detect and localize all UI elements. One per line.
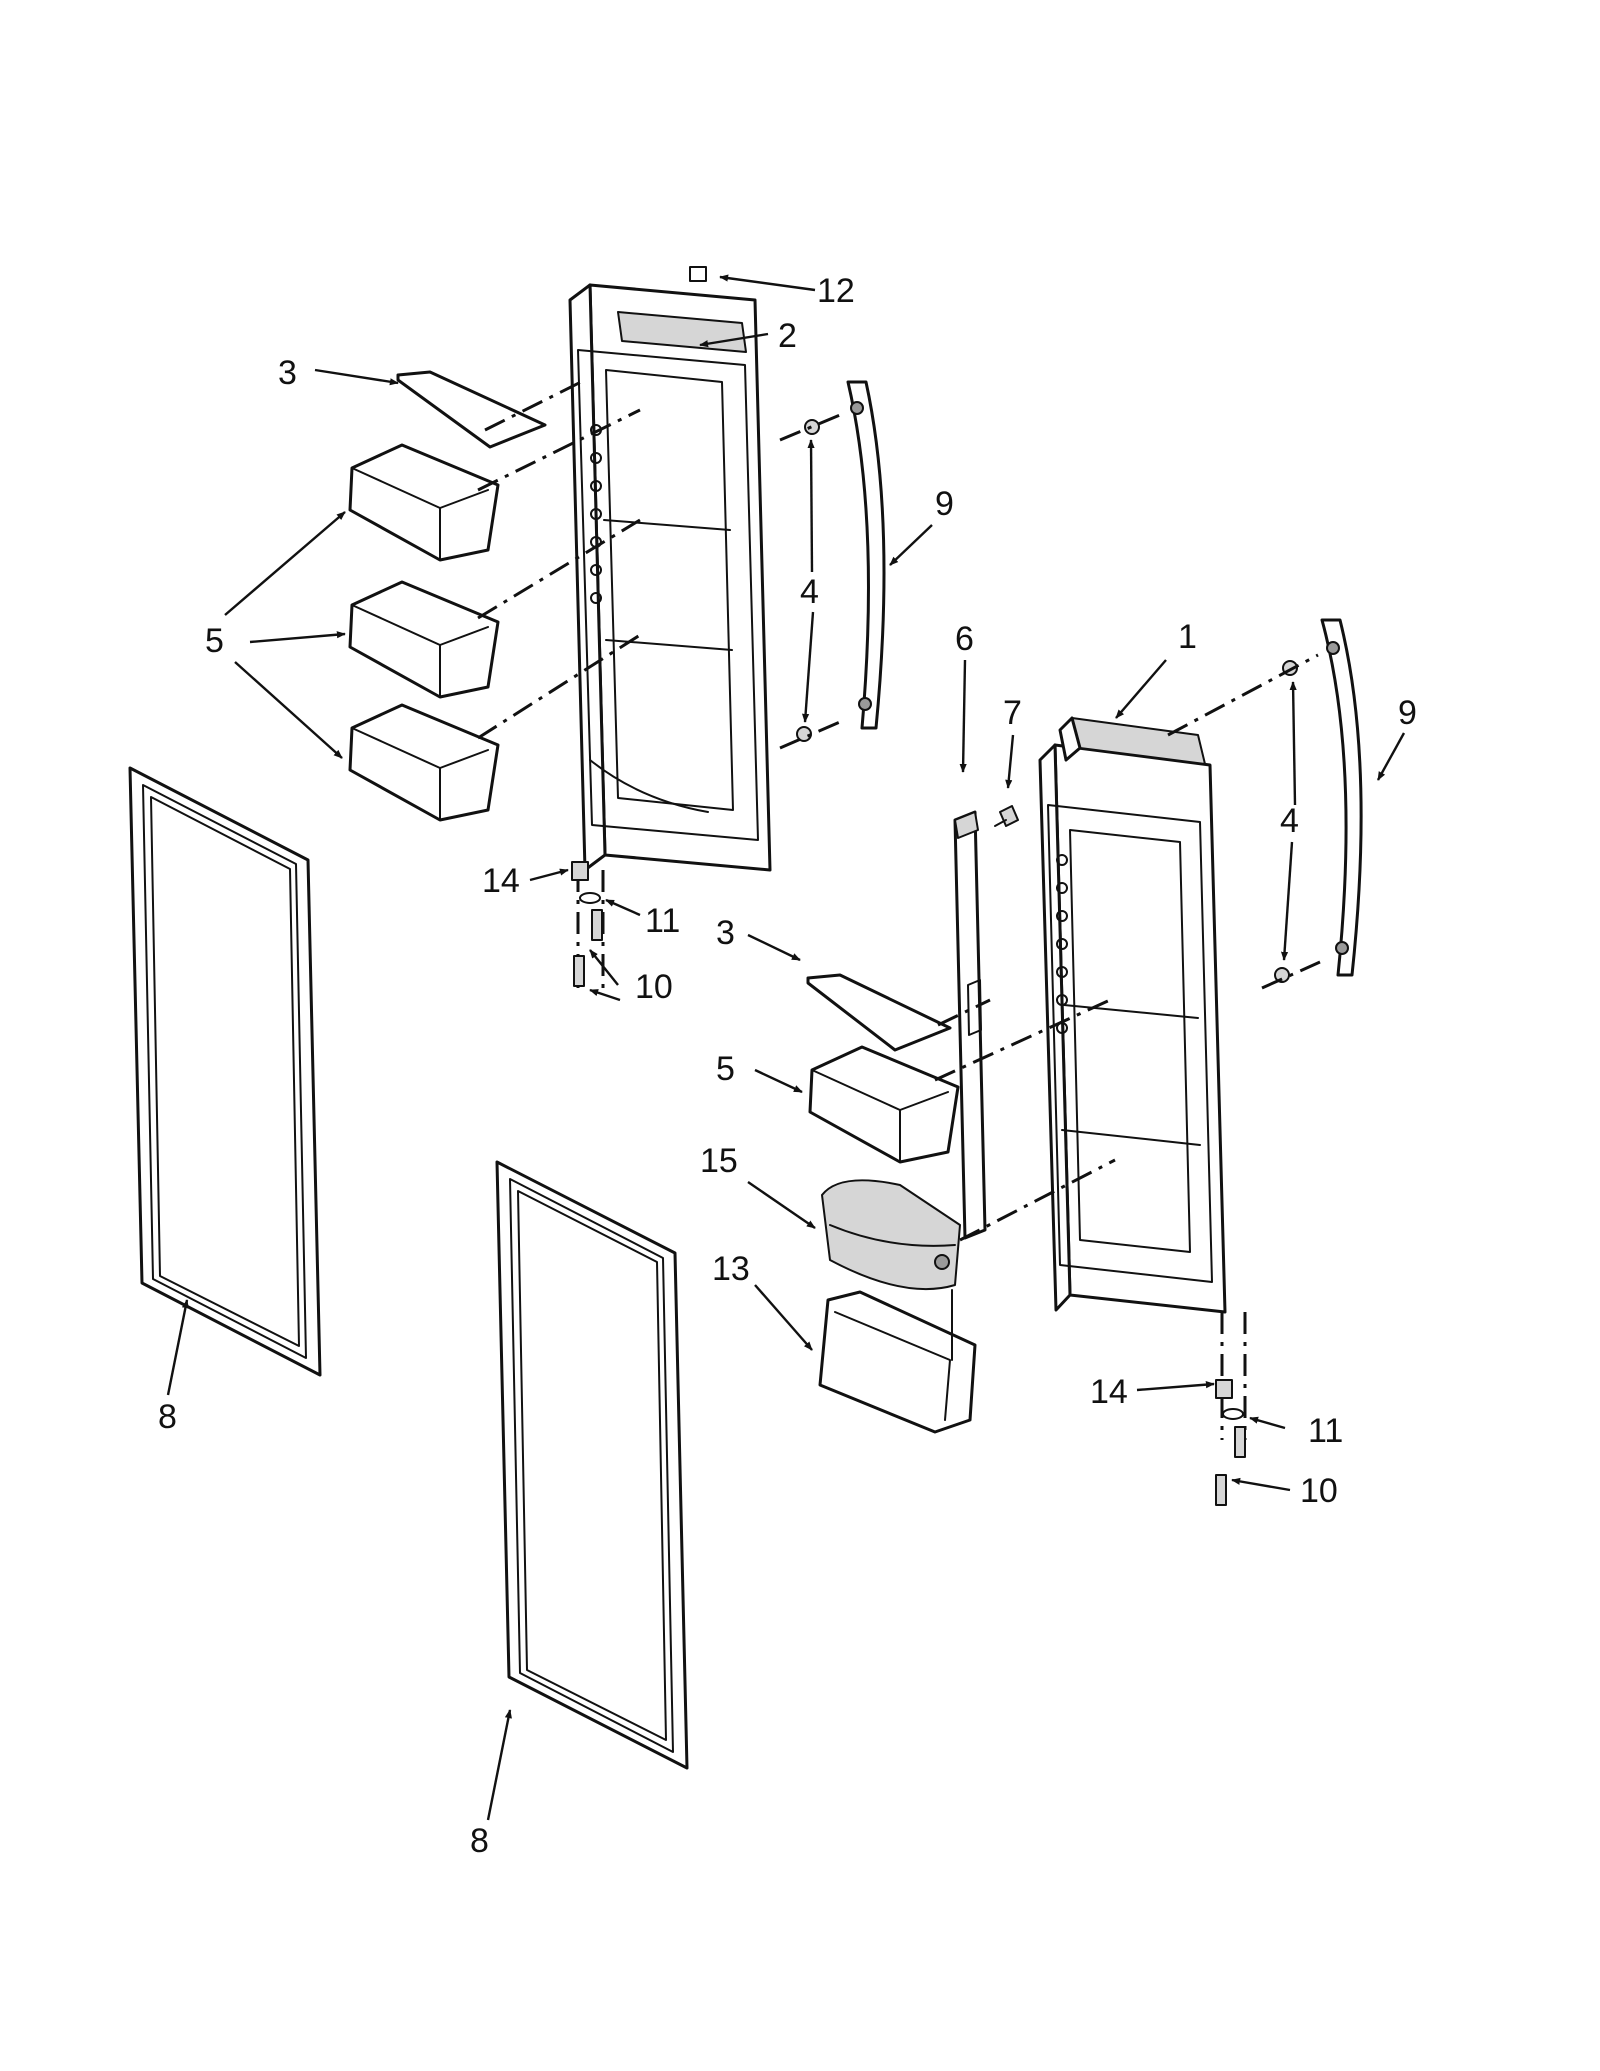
right-handle-screw-bottom	[1274, 967, 1290, 983]
left-hinge-bushing	[571, 861, 589, 881]
right-hinge-screw-lower	[1215, 1474, 1227, 1506]
callout-1: 1	[1178, 618, 1197, 656]
right-hinge-bushing	[1215, 1379, 1233, 1399]
left-door-bin-middle	[348, 580, 500, 699]
utility-compartment-bin	[818, 1289, 977, 1434]
right-hinge-washer	[1222, 1408, 1244, 1420]
callout-5-left: 5	[205, 622, 224, 660]
center-mullion	[953, 810, 987, 1240]
callout-8-left: 8	[158, 1398, 177, 1436]
left-handle-screw-bottom	[796, 726, 812, 742]
callout-7: 7	[1003, 694, 1022, 732]
right-door-bin	[808, 1045, 960, 1164]
left-hinge-screw-upper	[591, 909, 603, 941]
left-door-shelf-notches	[590, 424, 602, 604]
callout-11-right: 11	[1308, 1412, 1343, 1450]
right-door-liner	[1038, 716, 1227, 1314]
callout-5-right: 5	[716, 1050, 735, 1088]
callout-10-left: 10	[635, 968, 673, 1006]
left-door-gasket	[128, 766, 322, 1377]
right-hinge-screw-upper	[1234, 1426, 1246, 1458]
left-door-handle	[846, 380, 886, 730]
callout-15: 15	[700, 1142, 738, 1180]
left-door-liner	[568, 283, 772, 872]
leader-arrows	[166, 274, 1406, 1821]
callout-10-right: 10	[1300, 1472, 1338, 1510]
right-door-handle	[1320, 618, 1363, 977]
left-hinge-screw-lower	[573, 955, 585, 987]
part-12-label	[689, 266, 707, 282]
callout-13: 13	[712, 1250, 750, 1288]
callout-3-left: 3	[278, 354, 297, 392]
callout-12: 12	[817, 272, 855, 310]
callout-14-left: 14	[482, 862, 520, 900]
callout-9-left: 9	[935, 485, 954, 523]
callout-14-right: 14	[1090, 1373, 1128, 1411]
callout-2: 2	[778, 317, 797, 355]
callout-9-right: 9	[1398, 694, 1417, 732]
callout-11-left: 11	[645, 902, 680, 940]
utility-compartment-door	[821, 1179, 961, 1291]
right-bin-cover	[806, 973, 952, 1052]
callout-4-left: 4	[800, 573, 819, 611]
callout-3-right: 3	[716, 914, 735, 952]
mullion-screw	[994, 805, 1019, 827]
right-door-gasket	[495, 1160, 689, 1770]
callout-8-right: 8	[470, 1822, 489, 1860]
left-door-bin-upper	[348, 443, 500, 562]
left-handle-screw-top	[804, 419, 820, 435]
left-door-bin-lower	[348, 703, 500, 822]
callout-4-right: 4	[1280, 802, 1299, 840]
left-hinge-washer	[579, 892, 601, 904]
callout-6: 6	[955, 620, 974, 658]
